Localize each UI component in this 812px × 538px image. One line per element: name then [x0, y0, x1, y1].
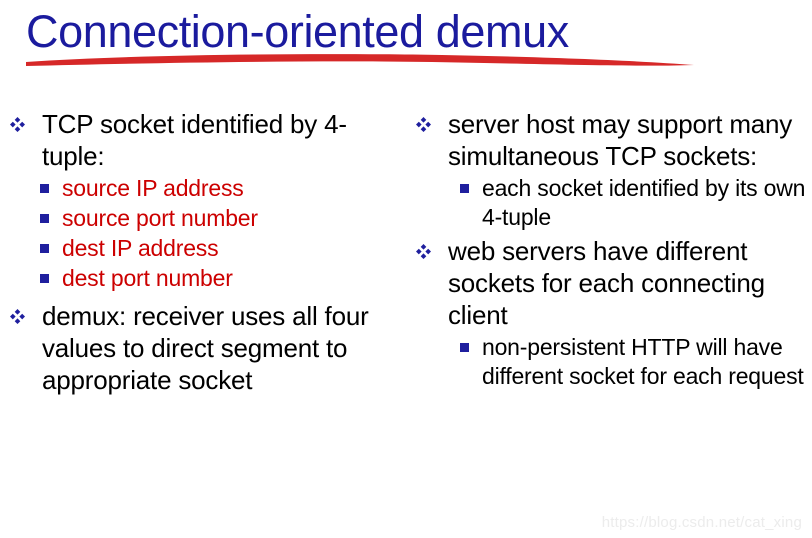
right-content-column: server host may support many simultaneou… [414, 108, 808, 392]
bullet-text: server host may support many simultaneou… [448, 109, 793, 171]
page-title: Connection-oriented demux [26, 6, 569, 57]
sub-bullet-item: dest IP address [8, 234, 404, 263]
square-bullet-icon [40, 244, 49, 253]
square-bullet-icon [460, 343, 469, 352]
sub-bullet-text: each socket identified by its own 4-tupl… [482, 175, 806, 230]
diamond-bullet-icon [416, 244, 431, 259]
bullet-text: web servers have different sockets for e… [448, 236, 765, 330]
bullet-item: server host may support many simultaneou… [414, 108, 808, 172]
square-bullet-icon [40, 184, 49, 193]
square-bullet-icon [40, 274, 49, 283]
sub-bullet-item: dest port number [8, 264, 404, 293]
bullet-item: web servers have different sockets for e… [414, 235, 808, 331]
diamond-bullet-icon [10, 117, 25, 132]
sub-bullet-text: non-persistent HTTP will have different … [482, 334, 804, 389]
sub-bullet-item: each socket identified by its own 4-tupl… [414, 174, 808, 232]
sub-bullet-item: non-persistent HTTP will have different … [414, 333, 808, 391]
bullet-text: demux: receiver uses all four values to … [42, 301, 369, 395]
bullet-item: TCP socket identified by 4-tuple: [8, 108, 404, 172]
sub-bullet-item: source port number [8, 204, 404, 233]
watermark: https://blog.csdn.net/cat_xing [601, 514, 802, 531]
sub-bullet-item: source IP address [8, 174, 404, 203]
bullet-text: TCP socket identified by 4-tuple: [42, 109, 347, 171]
sub-bullet-text: dest port number [62, 265, 233, 291]
sub-bullet-text: source port number [62, 205, 258, 231]
square-bullet-icon [40, 214, 49, 223]
sub-bullet-text: dest IP address [62, 235, 219, 261]
diamond-bullet-icon [10, 309, 25, 324]
square-bullet-icon [460, 184, 469, 193]
left-content-column: TCP socket identified by 4-tuple: source… [8, 108, 404, 398]
bullet-item: demux: receiver uses all four values to … [8, 300, 404, 396]
sub-bullet-text: source IP address [62, 175, 244, 201]
diamond-bullet-icon [416, 117, 431, 132]
